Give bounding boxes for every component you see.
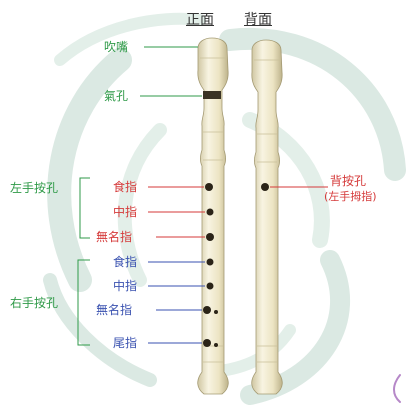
swirl-background bbox=[43, 12, 406, 405]
leader-lines bbox=[77, 46, 328, 346]
right-pinky-label: 尾指 bbox=[113, 336, 138, 350]
back-thumb-hole bbox=[261, 183, 269, 191]
back-hole-label: 背按孔 bbox=[330, 174, 367, 188]
air-hole-label: 氣孔 bbox=[104, 89, 129, 103]
left-middle-label: 中指 bbox=[113, 205, 138, 219]
mouthpiece-label: 吹嘴 bbox=[104, 40, 129, 54]
left-hand-group-label: 左手按孔 bbox=[10, 181, 59, 195]
right-ring-label: 無名指 bbox=[96, 303, 133, 317]
left-ring-label: 無名指 bbox=[96, 230, 133, 244]
back-recorder bbox=[251, 39, 283, 395]
front-recorder bbox=[197, 37, 229, 395]
front-finger-holes bbox=[203, 183, 218, 347]
right-middle-label: 中指 bbox=[113, 279, 138, 293]
right-hand-group-label: 右手按孔 bbox=[10, 296, 59, 310]
front-view-header: 正面 bbox=[186, 12, 214, 28]
back-hole-thumb-label: (左手拇指) bbox=[324, 190, 377, 203]
left-index-label: 食指 bbox=[113, 180, 138, 194]
right-index-label: 食指 bbox=[113, 255, 138, 269]
air-hole bbox=[203, 91, 221, 99]
back-view-header: 背面 bbox=[244, 12, 272, 28]
